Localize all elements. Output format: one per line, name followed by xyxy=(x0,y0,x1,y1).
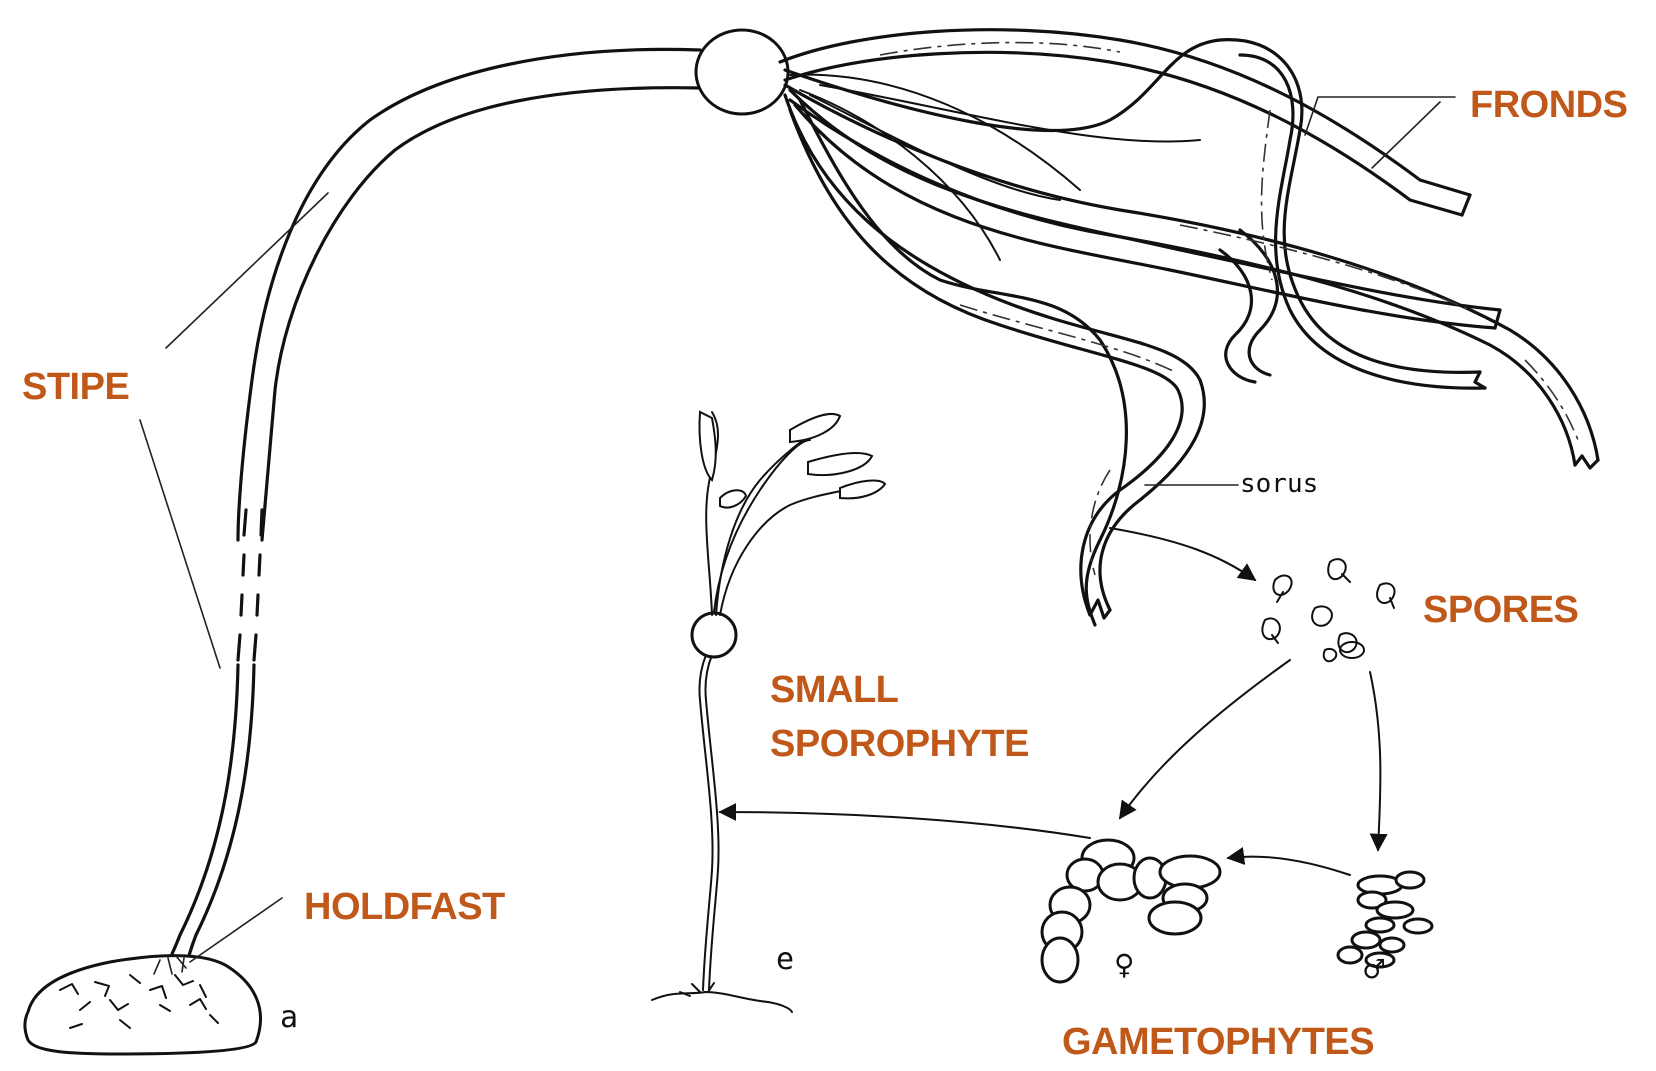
pneumatocyst-bulb xyxy=(696,30,788,114)
label-stipe: STIPE xyxy=(22,365,129,409)
label-small-sporophyte-line2: SPOROPHYTE xyxy=(770,722,1029,766)
female-symbol: ♀ xyxy=(1114,945,1134,985)
annotation-sorus: sorus xyxy=(1240,469,1318,499)
annotation-panel-a: a xyxy=(280,1000,298,1035)
annotation-panel-e: e xyxy=(776,942,794,977)
male-symbol: ♂ xyxy=(1364,950,1384,990)
holdfast-drawing xyxy=(25,956,261,1054)
spores-drawing xyxy=(1262,559,1394,661)
label-spores: SPORES xyxy=(1423,588,1578,632)
label-fronds: FRONDS xyxy=(1470,83,1627,127)
small-sporophyte-drawing xyxy=(652,412,885,1012)
stipe-drawing xyxy=(166,49,700,968)
leader-lines xyxy=(140,97,1455,962)
male-gametophyte-drawing xyxy=(1338,872,1432,967)
label-holdfast: HOLDFAST xyxy=(304,885,505,929)
label-small-sporophyte-line1: SMALL xyxy=(770,668,898,712)
label-gametophytes: GAMETOPHYTES xyxy=(1062,1020,1374,1064)
